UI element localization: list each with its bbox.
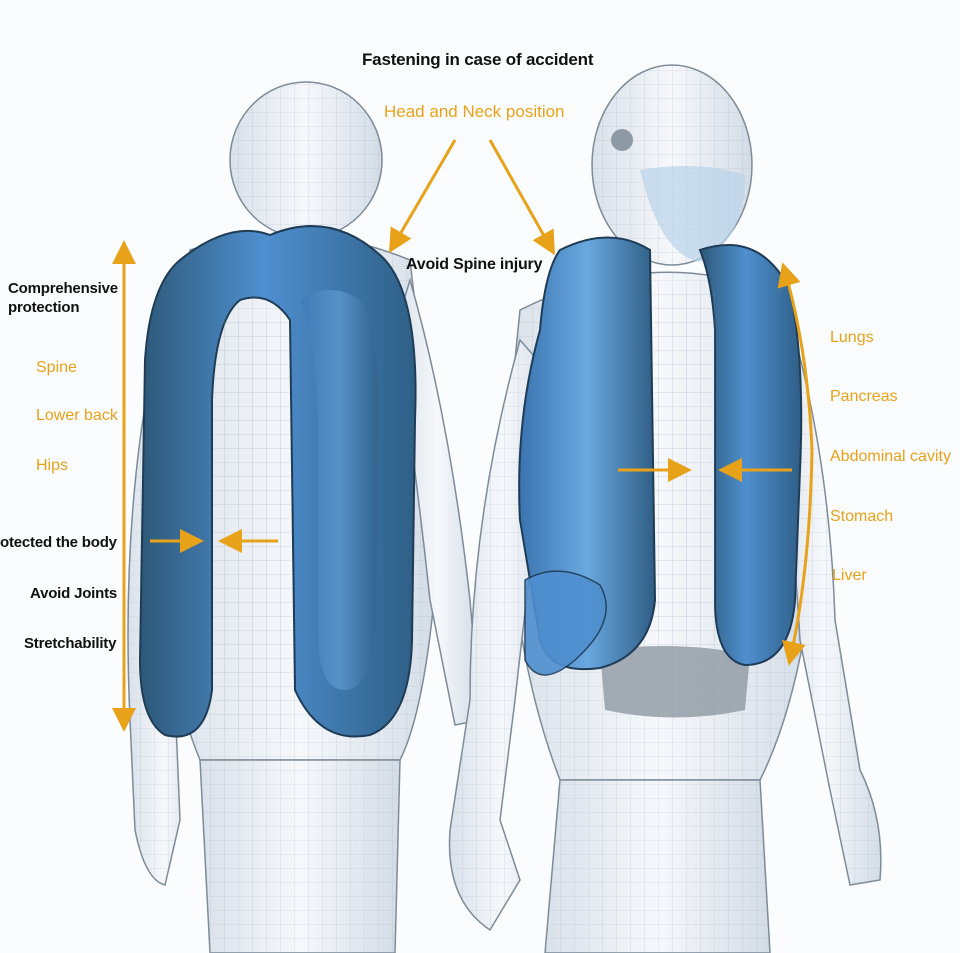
zone-hips: Hips — [36, 457, 69, 474]
zone-spine: Spine — [36, 359, 77, 376]
head-neck-label: Head and Neck position — [384, 102, 565, 121]
left-figure — [127, 81, 481, 953]
spine-injury-label: Avoid Spine injury — [406, 256, 543, 273]
zone-lower-back: Lower back — [36, 407, 118, 424]
diagram-title: Fastening in case of accident — [362, 50, 594, 69]
comprehensive-label: Comprehensive — [8, 280, 118, 297]
organ-abdominal-cavity: Abdominal cavity — [830, 448, 951, 465]
organ-stomach: Stomach — [830, 508, 894, 525]
arrow-right-curve-down — [782, 449, 814, 666]
annotation-arrows — [112, 139, 814, 732]
right-figure — [448, 64, 882, 953]
organ-lungs: Lungs — [830, 329, 874, 346]
feature-stretchability: Stretchability — [24, 635, 117, 652]
feature-protected-body: otected the body — [0, 534, 117, 551]
feature-avoid-joints: Avoid Joints — [30, 585, 118, 602]
organ-liver: Liver — [832, 567, 867, 584]
arrow-right-curve-up — [777, 262, 814, 451]
organ-pancreas: Pancreas — [830, 388, 898, 405]
arrow-head-to-left-neck — [388, 139, 457, 254]
protection-label: protection — [8, 299, 80, 316]
arrow-head-to-right-neck — [488, 139, 555, 256]
